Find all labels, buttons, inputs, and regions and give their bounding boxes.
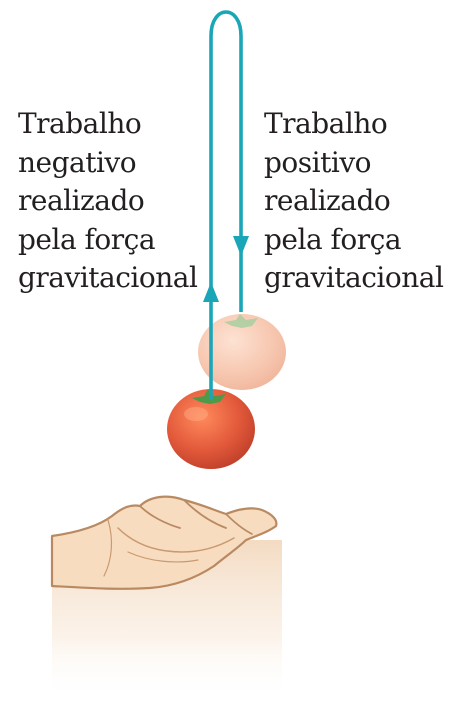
negative-work-label-line-4: pela força [18,222,156,256]
positive-work-label-line-4: pela força [264,222,402,256]
positive-work-label-line-1: Trabalho [264,107,388,140]
negative-work-label-line-5: gravitacional [18,261,198,294]
negative-work-label-line-1: Trabalho [18,107,142,140]
negative-work-label-line-3: realizado [18,184,145,217]
negative-work-label: Trabalho negativo realizado pela força g… [18,105,198,298]
positive-work-label-line-3: realizado [264,184,391,217]
upward-arrowhead [203,282,219,302]
negative-work-label-line-2: negativo [18,145,137,179]
positive-work-label-line-2: positivo [264,145,372,179]
tomato-icon [167,389,255,469]
positive-work-label-line-5: gravitacional [264,261,444,294]
tomato-faded-icon [198,314,286,390]
downward-arrowhead [233,236,249,256]
trajectory-path [203,10,249,400]
open-hand-icon [50,495,282,700]
positive-work-label: Trabalho positivo realizado pela força g… [264,105,444,298]
